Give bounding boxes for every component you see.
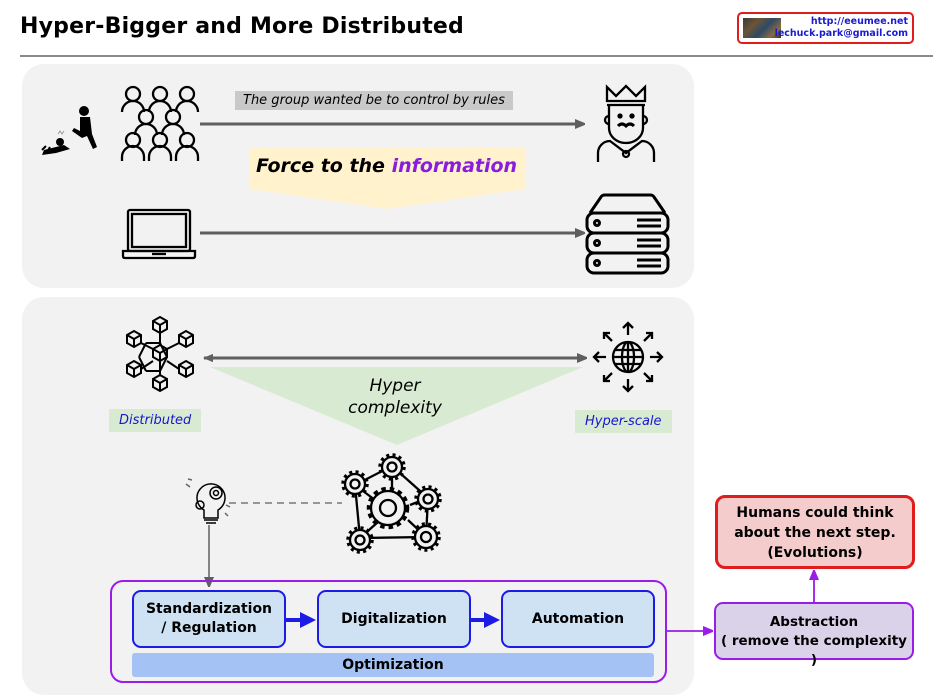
automation-label: Automation: [531, 610, 625, 627]
standardization-step[interactable]: Standardization / Regulation: [132, 590, 286, 648]
optimization-frame: [110, 580, 667, 683]
information-highlight: information: [391, 155, 518, 177]
author-url[interactable]: http://eeumee.net: [810, 16, 908, 27]
automation-step[interactable]: Automation: [501, 590, 655, 648]
abstraction-box[interactable]: Abstraction ( remove the complexity ): [714, 602, 914, 668]
complexity-line1: Hyper: [369, 376, 421, 396]
idea-gears-icon: [185, 478, 231, 524]
humans-line3: (Evolutions): [767, 545, 863, 561]
abstraction-title: Abstraction: [769, 614, 859, 630]
author-photo: [743, 18, 781, 38]
title-divider: [20, 55, 933, 57]
hyper-complexity-label: Hyper complexity: [330, 375, 460, 419]
gear-network-icon: [341, 453, 442, 554]
process-arrows: [286, 612, 500, 628]
digitalization-label: Digitalization: [341, 610, 447, 627]
distributed-label: Distributed: [109, 409, 202, 432]
humans-line2: about the next step.: [734, 525, 896, 541]
standardization-line1: Standardization: [145, 601, 273, 617]
force-callout-shape: [250, 147, 525, 209]
author-badge: http://eeumee.net lechuck.park@gmail.com: [737, 12, 914, 44]
globe-expand-icon: [592, 321, 664, 393]
complexity-line2: complexity: [348, 398, 442, 418]
page-title: Hyper-Bigger and More Distributed: [20, 14, 464, 39]
force-to-information-text: Force to the information: [256, 155, 517, 177]
abstraction-subtitle: ( remove the complexity ): [721, 633, 907, 668]
optimization-bar: Optimization: [132, 653, 654, 677]
author-email[interactable]: lechuck.park@gmail.com: [774, 28, 908, 39]
crowd-icon: [120, 85, 200, 161]
laptop-icon: [121, 208, 197, 260]
rules-caption: The group wanted be to control by rules: [235, 91, 513, 110]
hyperscale-label: Hyper-scale: [575, 410, 672, 433]
king-icon: [596, 84, 656, 162]
humans-next-step-box[interactable]: Humans could think about the next step. …: [715, 495, 915, 569]
standardization-line2: / Regulation: [161, 620, 257, 636]
digitalization-step[interactable]: Digitalization: [317, 590, 471, 648]
server-stack-icon: [585, 193, 670, 275]
force-prefix: Force to the: [256, 155, 392, 177]
humans-line1: Humans could think: [736, 505, 894, 521]
complexity-triangle: [210, 367, 583, 445]
distributed-cubes-icon: [126, 315, 194, 393]
kicking-person-icon: [41, 106, 97, 155]
